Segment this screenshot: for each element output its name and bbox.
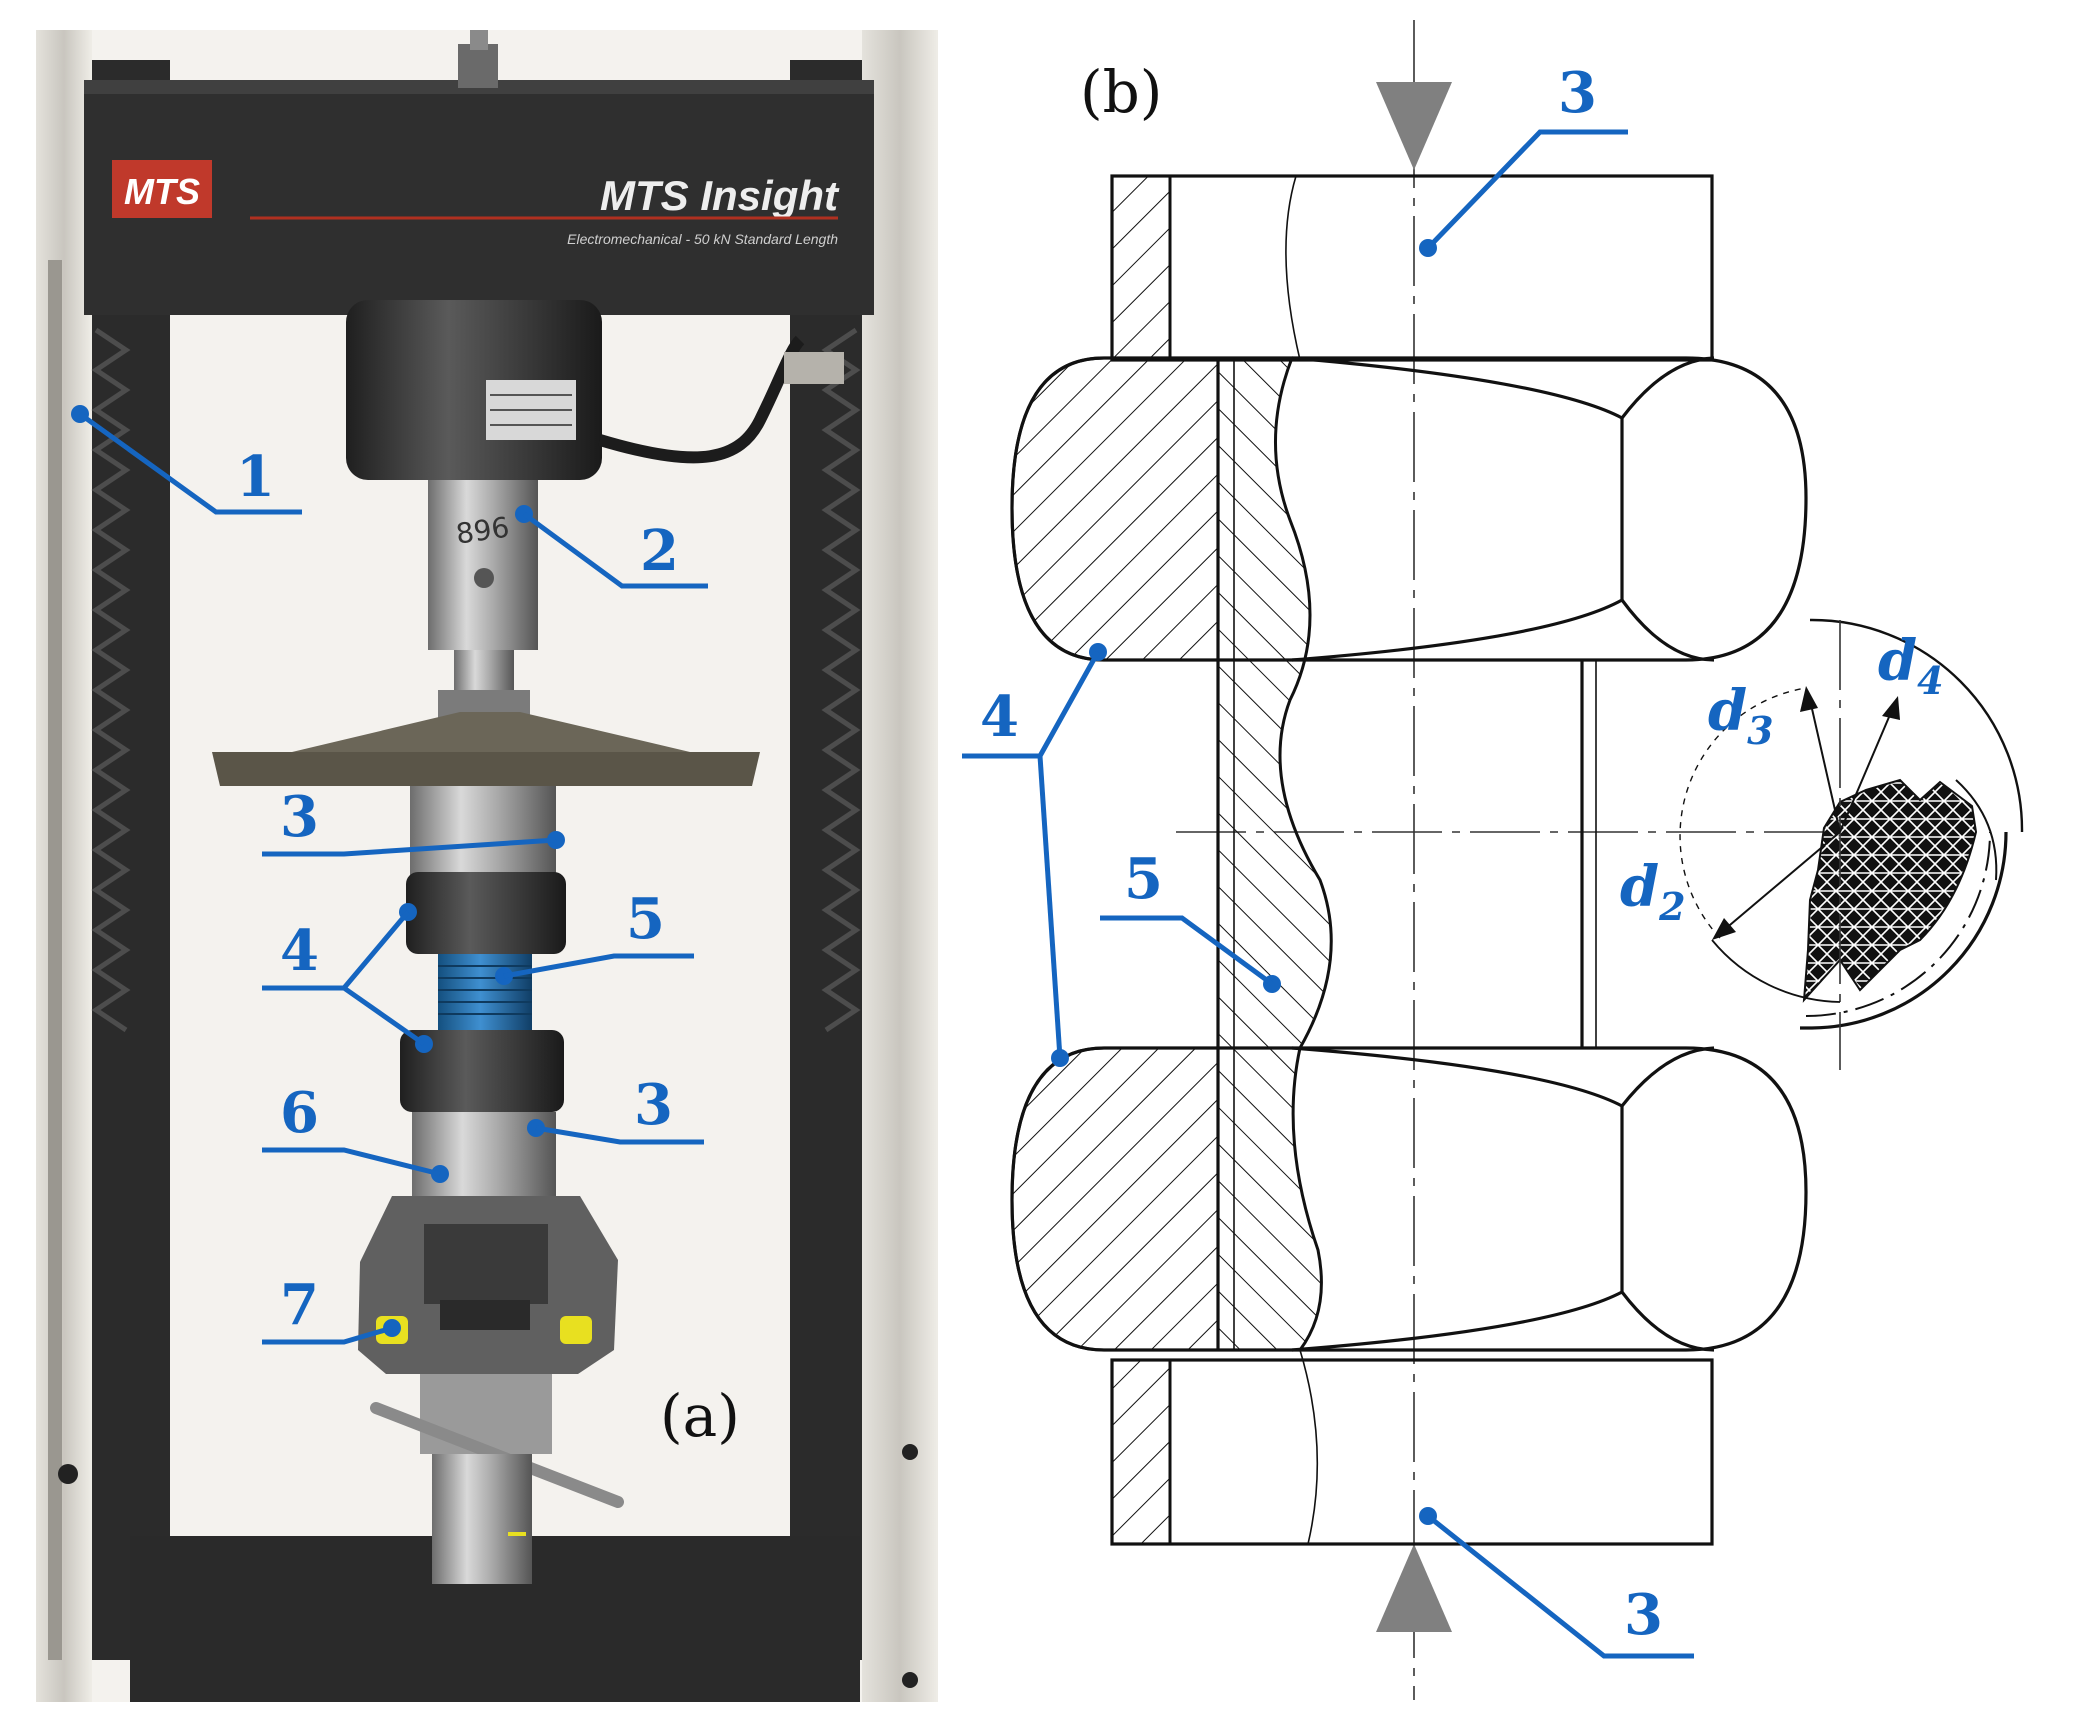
thread-detail — [1679, 618, 2024, 1070]
callout-1: 1 — [236, 444, 275, 510]
upper-cylinder-part-3 — [410, 786, 556, 886]
callout-7: 7 — [280, 1272, 319, 1338]
frame-right-side — [790, 60, 862, 1660]
callout-2: 2 — [640, 518, 679, 584]
diameter-d4: d4 — [1878, 628, 1944, 703]
mts-logo-text: MTS — [124, 171, 200, 212]
panel-b-label: (b) — [1080, 58, 1162, 126]
bolt-section — [1216, 356, 1333, 1352]
callout-b-3-top: 3 — [1558, 60, 1597, 126]
lower-nut — [400, 1030, 564, 1112]
callout-6: 6 — [280, 1080, 319, 1146]
callout-3-upper: 3 — [280, 784, 319, 850]
callout-b-5: 5 — [1124, 846, 1163, 912]
panel-a-callouts: 1 2 3 4 5 6 3 7 — [71, 405, 708, 1345]
panel-b-drawing: d3 d4 d2 — [1010, 20, 2024, 1700]
crosshead — [84, 80, 874, 315]
left-column — [36, 30, 92, 1702]
callout-b-3-bottom: 3 — [1624, 1582, 1663, 1648]
callout-3-lower: 3 — [634, 1072, 673, 1138]
callout-5: 5 — [626, 886, 665, 952]
machine-model-subtitle: Electromechanical - 50 kN Standard Lengt… — [567, 231, 838, 247]
specimen-mark: 896 — [454, 511, 512, 551]
mts-logo — [112, 160, 212, 218]
callout-b-4: 4 — [980, 684, 1019, 750]
panel-a-photo: MTS MTS Insight Electromechanical - 50 k… — [36, 30, 938, 1702]
upper-nut — [406, 872, 566, 954]
panel-a-label: (a) — [660, 1382, 740, 1450]
diameter-d3: d3 — [1708, 678, 1774, 753]
machine-model-name: MTS Insight — [600, 172, 840, 219]
callout-4: 4 — [280, 918, 319, 984]
load-arrow-bottom — [1376, 1544, 1452, 1632]
load-arrow-top — [1376, 82, 1452, 170]
diameter-d2: d2 — [1620, 854, 1686, 929]
grip-yellow-marker-right — [560, 1316, 592, 1344]
panel-b-callouts: 3 4 5 3 — [962, 60, 1694, 1659]
frame-left-side — [92, 60, 170, 1660]
right-column — [862, 30, 938, 1702]
platen-plate — [212, 752, 760, 786]
